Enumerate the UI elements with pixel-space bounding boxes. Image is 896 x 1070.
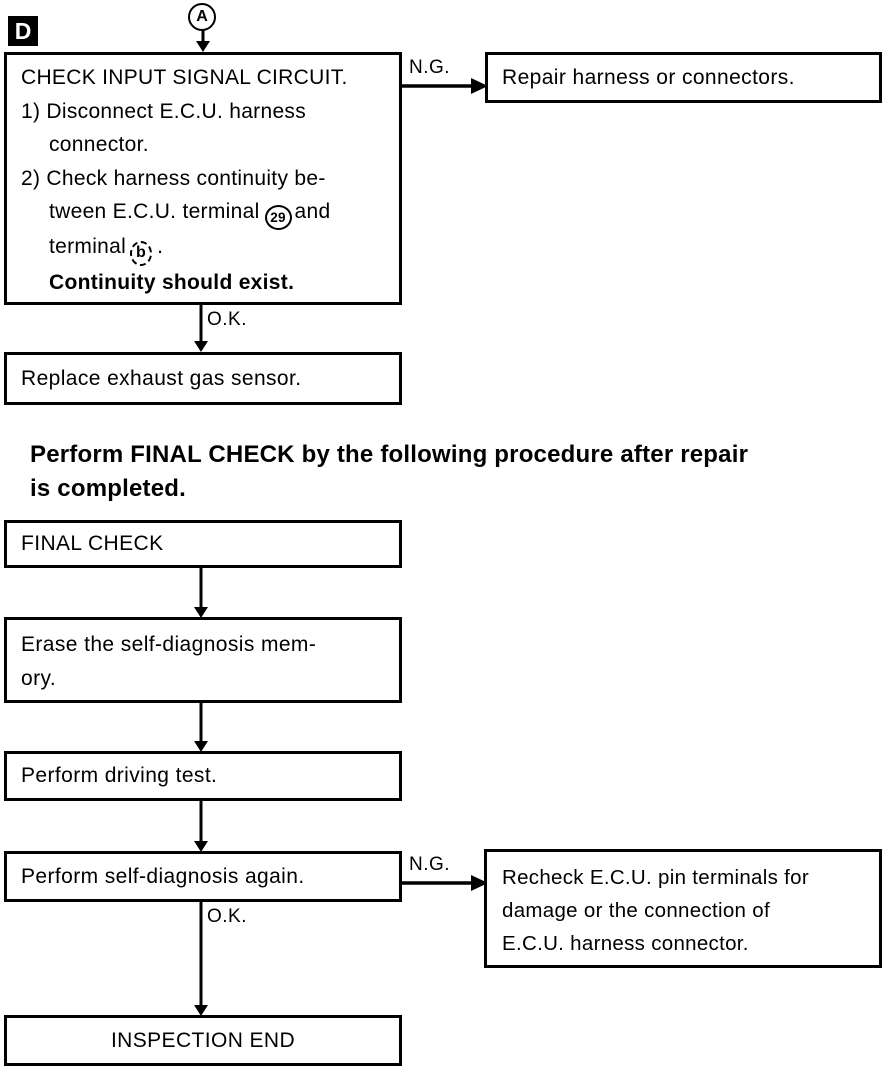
terminal-29-marker: 29	[264, 205, 292, 231]
terminal-b-post-text: .	[157, 235, 164, 259]
check-step2-text: Check harness continuity be-	[46, 166, 326, 190]
check-step1-number: 1)	[21, 99, 41, 123]
check-step1-text: Disconnect E.C.U. harness	[46, 99, 307, 123]
final-check-heading-line2: is completed.	[30, 475, 186, 502]
recheck-box-line1: Recheck E.C.U. pin terminals for	[502, 866, 809, 889]
erase-box-line1: Erase the self-diagnosis mem-	[21, 633, 317, 656]
terminal-29-post-text: and	[294, 200, 331, 223]
flow-box-replace-sensor: Replace exhaust gas sensor.	[4, 352, 402, 405]
arrow-ng-to-repair-icon	[401, 78, 488, 94]
arrow-final-to-erase-icon	[194, 568, 208, 618]
connector-a-marker: A	[188, 3, 216, 31]
ng-label-2: N.G.	[409, 854, 451, 875]
ng-label-1: N.G.	[409, 57, 451, 78]
section-d-badge: D	[8, 16, 38, 46]
recheck-box-line3: E.C.U. harness connector.	[502, 932, 749, 955]
check-box-title: CHECK INPUT SIGNAL CIRCUIT.	[21, 66, 348, 89]
terminal-b-pre-text: terminal	[49, 235, 127, 259]
flow-box-inspection-end: INSPECTION END	[4, 1015, 402, 1066]
flow-box-recheck-ecu: Recheck E.C.U. pin terminals for damage …	[484, 849, 882, 968]
flow-box-repair-harness: Repair harness or connectors.	[485, 52, 882, 103]
ok-label-2: O.K.	[207, 906, 248, 927]
check-step2-line1: 2) Check harness continuity be-	[21, 162, 391, 196]
arrow-ok-to-replace-icon	[194, 305, 208, 352]
final-check-heading-line1: Perform FINAL CHECK by the following pro…	[30, 441, 749, 468]
flow-box-driving-test: Perform driving test.	[4, 751, 402, 801]
flow-box-erase-memory: Erase the self-diagnosis mem- ory.	[4, 617, 402, 703]
check-step2-number: 2)	[21, 166, 41, 190]
flow-box-self-diagnosis: Perform self-diagnosis again.	[4, 851, 402, 902]
terminal-29-pre-text: tween E.C.U. terminal	[49, 200, 260, 223]
arrow-ng-to-recheck-icon	[401, 875, 488, 891]
check-step1-line2: connector.	[49, 133, 149, 156]
terminal-b-marker: b	[130, 240, 153, 266]
ok-label-1: O.K.	[207, 309, 248, 330]
final-check-heading: Perform FINAL CHECK by the following pro…	[30, 438, 892, 506]
arrow-a-to-check-icon	[196, 30, 210, 52]
arrow-erase-to-driving-icon	[194, 703, 208, 752]
recheck-box-line2: damage or the connection of	[502, 899, 770, 922]
erase-box-line2: ory.	[21, 667, 57, 690]
flow-box-check-input-signal: CHECK INPUT SIGNAL CIRCUIT. 1) Disconnec…	[4, 52, 402, 305]
check-step1-line1: 1) Disconnect E.C.U. harness	[21, 95, 391, 129]
flow-box-final-check: FINAL CHECK	[4, 520, 402, 568]
arrow-ok-to-inspection-icon	[194, 902, 208, 1016]
arrow-driving-to-selfdiag-icon	[194, 801, 208, 852]
check-box-note: Continuity should exist.	[49, 270, 295, 294]
